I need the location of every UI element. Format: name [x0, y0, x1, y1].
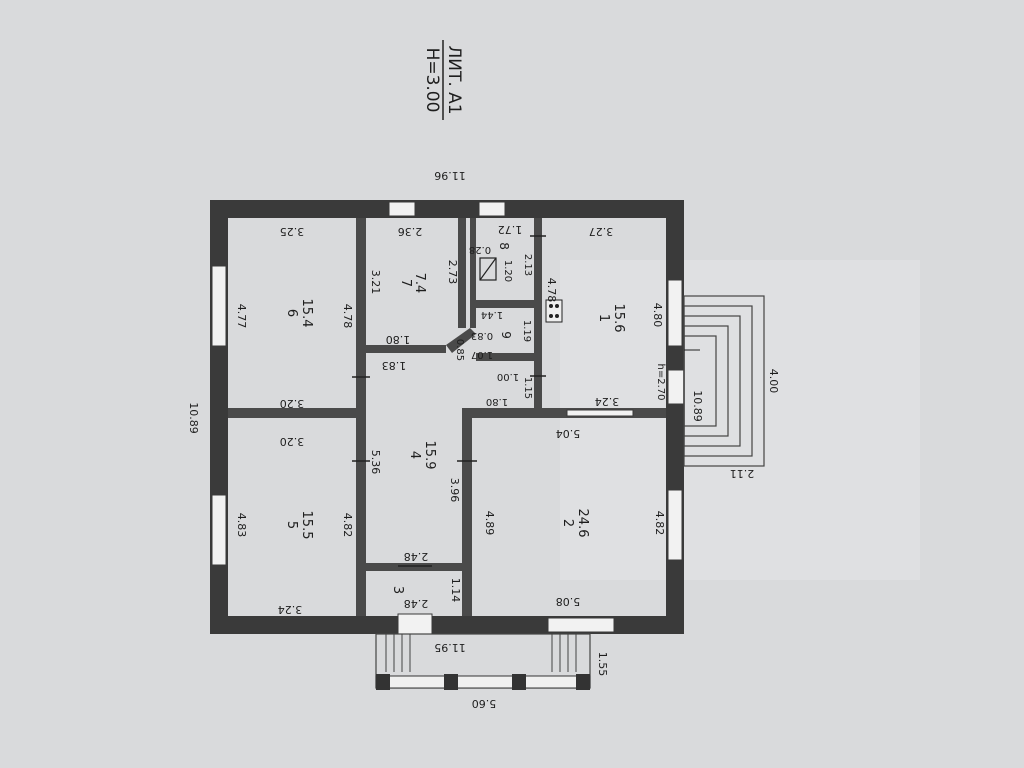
r3-number: 3 [390, 586, 405, 594]
r8-right: 2.13 [522, 254, 533, 276]
plan-header: ЛИТ. А1 H=3.00 [422, 40, 464, 120]
r4-number: 4 [407, 451, 422, 459]
r5-right: 4.82 [341, 513, 354, 538]
overall-width: 10.89 [187, 402, 200, 434]
r2-bottom: 5.08 [556, 595, 581, 608]
r4-bottom: 2.48 [404, 550, 429, 563]
r2-top: 5.04 [556, 427, 581, 440]
terrace-depth: 1.55 [596, 652, 609, 677]
porch-length: 10.89 [691, 390, 704, 422]
terrace-length: 11.95 [434, 641, 466, 654]
r6-top: 3.25 [280, 225, 305, 238]
r2-number: 2 [560, 519, 575, 527]
r8-top: 1.72 [498, 223, 523, 236]
bath-icon [479, 257, 497, 281]
r1-a: 1.80 [486, 396, 508, 407]
r7-area: 7.4 [412, 273, 427, 294]
r4-left: 5.36 [369, 450, 382, 475]
overall-length: 11.96 [434, 169, 466, 182]
r6-number: 6 [284, 309, 299, 317]
r9-diag: 1.07 [471, 349, 493, 360]
r2-area: 24.6 [575, 509, 590, 538]
r9-number: 9 [499, 331, 513, 339]
r3-right: 1.14 [449, 578, 462, 603]
stove-icon [545, 299, 563, 323]
r9-right: 1.19 [521, 320, 532, 342]
r9-left: 0.83 [471, 330, 493, 341]
r6-bottom: 3.20 [280, 397, 305, 410]
r7-bottom: 1.80 [386, 333, 411, 346]
porch-depth: 2.11 [730, 467, 755, 480]
r4-area: 15.9 [422, 441, 437, 470]
r5-bottom: 3.24 [278, 603, 303, 616]
porch-width: 4.00 [767, 369, 780, 394]
terrace [375, 633, 591, 690]
r8-a: 1.20 [502, 260, 513, 282]
r8-left: 0.28 [469, 244, 491, 255]
r8-number: 8 [497, 242, 511, 250]
r5-number: 5 [284, 521, 299, 529]
r9-bottom: 1.00 [497, 371, 519, 382]
windows [211, 201, 683, 633]
r7-left: 3.21 [369, 270, 382, 295]
r5-area: 15.5 [299, 511, 314, 540]
r1-number: 1 [596, 314, 611, 322]
r3-top: 2.48 [404, 597, 429, 610]
r4-right: 3.96 [448, 478, 461, 503]
r1-b: 1.15 [522, 377, 533, 399]
r9-top: 1.44 [481, 309, 503, 320]
r1-bottom: 3.24 [595, 395, 620, 408]
lit-label: ЛИТ. А1 [444, 45, 464, 114]
r6-right: 4.78 [341, 304, 354, 329]
side-door [667, 369, 685, 405]
r5-top: 3.20 [280, 435, 305, 448]
r6-left: 4.77 [235, 304, 248, 329]
entrance-door [397, 613, 433, 635]
r2-left: 4.89 [483, 511, 496, 536]
interior-walls [228, 218, 666, 616]
porch-steps [683, 295, 765, 467]
height-label: H=3.00 [422, 48, 442, 113]
r4-diag: 0.85 [454, 339, 465, 361]
r1-right: 4.80 [651, 303, 664, 328]
terrace-width: 5.60 [472, 697, 497, 710]
r2-right: 4.82 [653, 511, 666, 536]
r7-right: 2.73 [446, 260, 459, 285]
r1-top: 3.27 [589, 225, 614, 238]
r1-area: 15.6 [611, 304, 626, 333]
porch-h: h=2.70 [655, 364, 666, 401]
r1-left: 4.78 [545, 278, 558, 303]
r7-top: 2.36 [398, 225, 423, 238]
r4-top: 1.83 [382, 359, 407, 372]
r6-area: 15.4 [299, 299, 314, 328]
r7-number: 7 [398, 279, 413, 287]
plan-labels: 11.96 10.89 3.25 4.77 4.78 3.20 6 15.4 3… [187, 169, 780, 710]
r5-left: 4.83 [235, 513, 248, 538]
